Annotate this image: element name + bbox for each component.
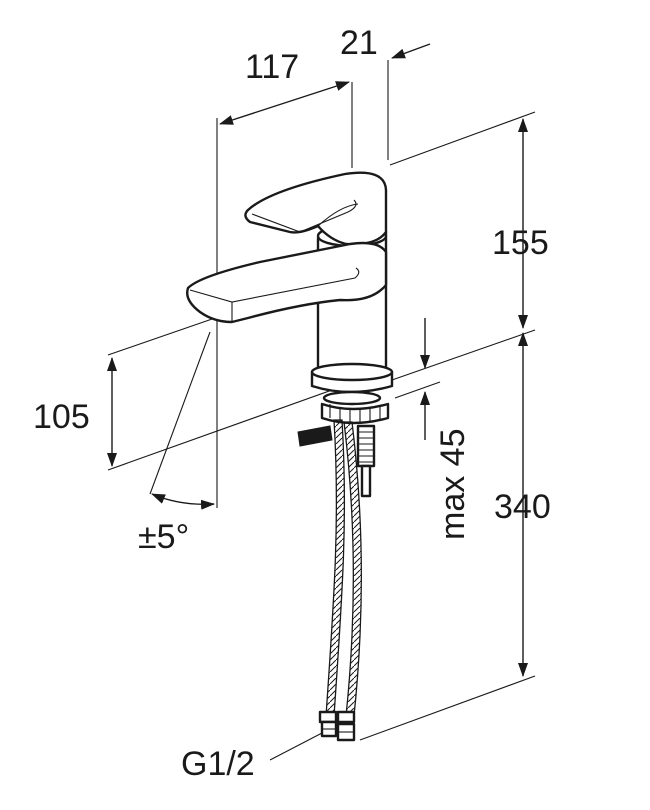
- dim-spout-height: 105: [33, 398, 90, 436]
- dim-connection-thread: G1/2: [181, 745, 255, 783]
- dim-swivel-angle: ±5°: [138, 518, 189, 556]
- extension-lines: [107, 60, 536, 741]
- dim-spout-reach: 117: [245, 48, 299, 86]
- dim-hose-length: 340: [494, 488, 551, 526]
- dim-lever-offset: 21: [340, 24, 378, 62]
- faucet-illustration: [186, 171, 394, 742]
- dim-max-deck-thickness: max 45: [434, 429, 472, 541]
- dimension-lines: [107, 43, 528, 761]
- dim-upper-height: 155: [492, 224, 549, 262]
